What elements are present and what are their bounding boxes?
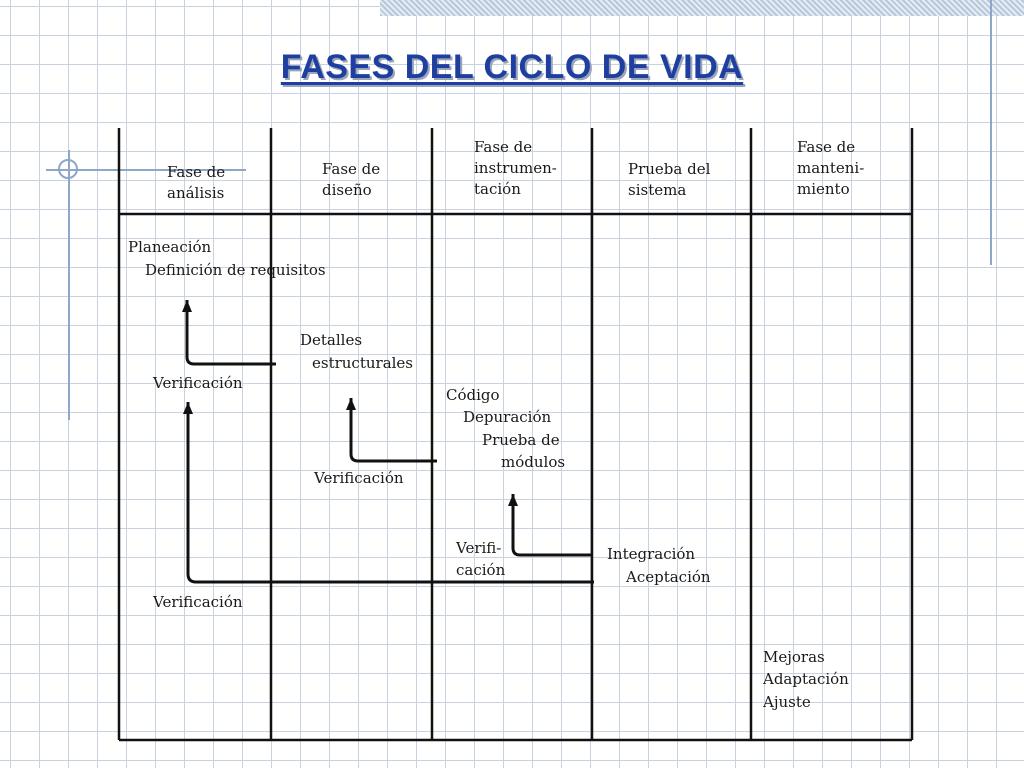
decorative-horizontal-line xyxy=(46,169,246,171)
aceptacion-label: Aceptación xyxy=(625,568,711,586)
phase-label: análisis xyxy=(167,184,224,202)
adaptacion-label: Adaptación xyxy=(762,670,849,688)
design-verification-arrow xyxy=(346,398,437,463)
phase-header-design: Fase de diseño xyxy=(322,160,380,199)
modulos-label: módulos xyxy=(501,453,565,471)
phase-label: Fase de xyxy=(797,138,855,156)
decorative-right-line xyxy=(990,0,992,265)
phase-label: miento xyxy=(797,180,850,198)
depuracion-label: Depuración xyxy=(463,408,552,426)
ajuste-label: Ajuste xyxy=(762,693,811,711)
verification-label: Verifi- xyxy=(455,539,501,557)
phase-label: Fase de xyxy=(474,138,532,156)
phase-header-system-test: Prueba del sistema xyxy=(628,160,711,199)
system-verification-arrow xyxy=(183,402,594,584)
detalles-label: Detalles xyxy=(300,331,362,349)
implementation-verification-arrow xyxy=(508,494,592,557)
integracion-label: Integración xyxy=(607,545,695,563)
phase-label: instrumen- xyxy=(474,159,557,177)
analysis-verification-arrow xyxy=(182,300,276,366)
phase-label: Fase de xyxy=(322,160,380,178)
verification-label: cación xyxy=(456,561,506,579)
phase-header-analysis: Fase de análisis xyxy=(167,163,225,202)
diagram-frame xyxy=(117,128,914,742)
phase-label: sistema xyxy=(628,181,686,199)
decorative-circle-icon xyxy=(58,159,78,179)
phase-label: diseño xyxy=(322,181,372,199)
estructurales-label: estructurales xyxy=(312,354,413,372)
decorative-left-line xyxy=(68,150,70,420)
planeacion-label: Planeación xyxy=(128,238,212,256)
codigo-label: Código xyxy=(446,386,500,404)
prueba-label: Prueba de xyxy=(482,431,560,449)
requisitos-label: Definición de requisitos xyxy=(145,261,326,279)
phase-label: Fase de xyxy=(167,163,225,181)
phase-label: tación xyxy=(474,180,521,198)
verification-label: Verificación xyxy=(152,374,243,392)
flow-connectors xyxy=(182,300,594,584)
phase-label: manteni- xyxy=(797,159,864,177)
phase-header-implementation: Fase de instrumen- tación xyxy=(474,138,557,198)
phase-label: Prueba del xyxy=(628,160,711,178)
verification-label: Verificación xyxy=(152,593,243,611)
decorative-top-band xyxy=(380,0,1024,16)
verification-label: Verificación xyxy=(313,469,404,487)
phase-header-maintenance: Fase de manteni- miento xyxy=(797,138,864,198)
page-title: FASES DEL CICLO DE VIDA xyxy=(280,48,744,86)
mejoras-label: Mejoras xyxy=(763,648,825,666)
